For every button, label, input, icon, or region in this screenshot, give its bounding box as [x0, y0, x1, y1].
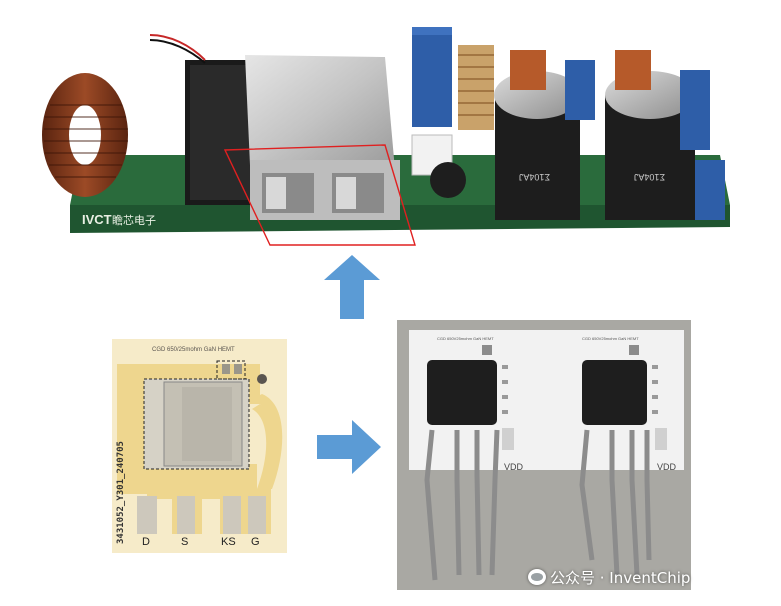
- capacitor-marking: Σ104AJ: [519, 172, 550, 182]
- gan-device-right: CGD 650V25mohm GaN HEMT VDD: [579, 336, 677, 576]
- vdd-label-right: VDD: [657, 462, 677, 472]
- orange-inductors: [510, 50, 725, 220]
- cooling-fan: [149, 34, 255, 205]
- arrow-up: [322, 255, 382, 320]
- right-board-title: CGD 650V25mohm GaN HEMT: [582, 336, 639, 341]
- part-number: 3431052_Y301_240705: [116, 441, 126, 544]
- common-mode-choke: [458, 45, 494, 130]
- board-photo: CGD 650V25mohm GaN HEMT VDD CGD 650V25mo…: [397, 320, 691, 590]
- wechat-icon: [528, 569, 546, 585]
- pcb-brand: IVCT: [82, 212, 112, 227]
- vdd-label-left: VDD: [504, 462, 524, 472]
- device-title: CGD 650/25mohm GaN HEMT: [152, 347, 235, 353]
- watermark-text: 公众号 · InventChip: [550, 568, 691, 587]
- relay: [411, 134, 466, 198]
- layout-drawing: CGD 650/25mohm GaN HEMT 3431052_Y301_240…: [112, 339, 287, 553]
- left-board-title: CGD 650V25mohm GaN HEMT: [437, 336, 494, 341]
- blue-x-capacitor: [412, 27, 452, 127]
- watermark: 公众号 · InventChip: [528, 566, 690, 588]
- gan-device-left: CGD 650V25mohm GaN HEMT VDD: [424, 336, 524, 581]
- pin-label-d: D: [142, 536, 150, 548]
- toroid-inductor: [42, 73, 128, 197]
- pin-label-s: S: [181, 536, 189, 548]
- pin-label-ks: KS: [221, 536, 236, 548]
- pcb-brand-cn: 瞻芯电子: [112, 213, 156, 227]
- pin-label-g: G: [251, 536, 260, 548]
- arrow-right: [317, 420, 382, 475]
- highlight-box: [223, 144, 416, 246]
- capacitor-marking-right: Σ104AJ: [634, 172, 665, 182]
- heatsink: [245, 55, 400, 220]
- pcb-photo: IVCT 瞻芯电子: [40, 5, 755, 255]
